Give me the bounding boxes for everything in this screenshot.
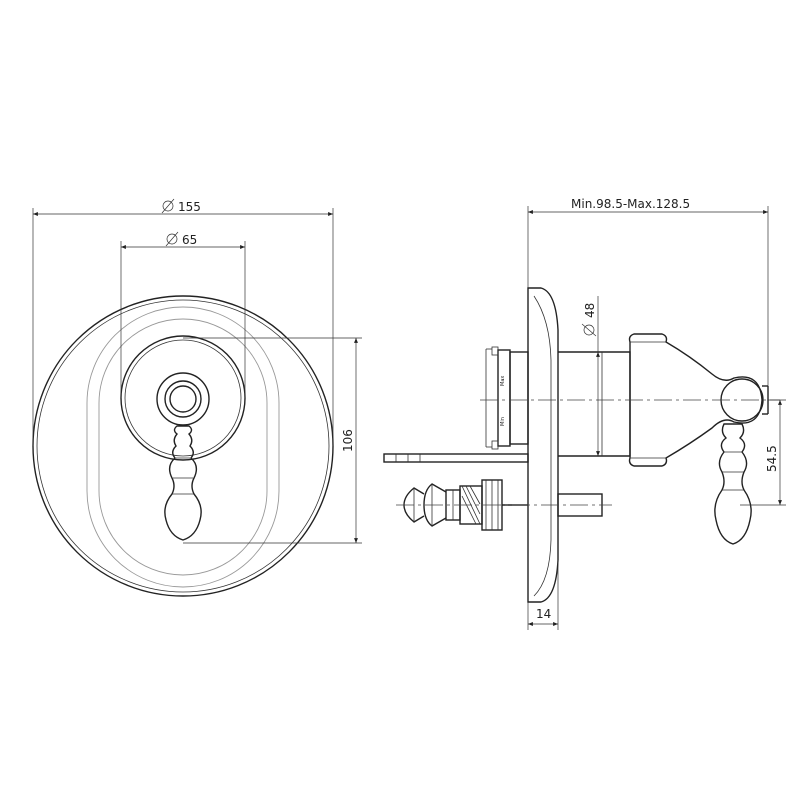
raised-oval-inner bbox=[98, 318, 268, 576]
dim-54-5-label: 54.5 bbox=[765, 445, 779, 472]
dim-155-label: 155 bbox=[178, 200, 201, 214]
extension-rod bbox=[383, 453, 529, 463]
dim-depth: Min.98.5-Max.128.5 bbox=[527, 197, 769, 386]
diameter-symbol-icon bbox=[581, 323, 597, 337]
diameter-symbol-icon bbox=[165, 231, 179, 247]
cap-outer bbox=[156, 372, 210, 426]
dim-depth-label: Min.98.5-Max.128.5 bbox=[571, 197, 690, 211]
dim-48-label: 48 bbox=[583, 303, 597, 318]
cartridge: Max Min bbox=[485, 346, 529, 450]
escutcheon-inner-edge bbox=[36, 299, 330, 593]
front-view: 155 65 106 bbox=[32, 198, 362, 597]
diameter-symbol-icon bbox=[161, 198, 175, 214]
dim-155: 155 bbox=[32, 198, 334, 446]
dim-65-label: 65 bbox=[182, 233, 197, 247]
body-cylinder bbox=[558, 351, 631, 457]
lever-handle-side bbox=[714, 423, 752, 545]
dim-106-label: 106 bbox=[341, 429, 355, 452]
dim-65: 65 bbox=[120, 231, 246, 398]
hub-outer bbox=[120, 335, 246, 461]
dim-14-label: 14 bbox=[536, 607, 551, 621]
escutcheon-outer bbox=[32, 295, 334, 597]
dim-14: 14 bbox=[527, 560, 559, 630]
dim-54-5: 54.5 bbox=[740, 399, 786, 506]
cap-inner bbox=[169, 385, 197, 413]
side-view: Max Min bbox=[383, 197, 786, 630]
dim-48: 48 bbox=[581, 296, 600, 456]
label-min: Min bbox=[500, 417, 506, 426]
raised-oval-outer bbox=[86, 306, 280, 588]
lever-handle-front bbox=[164, 425, 202, 541]
label-max: Max bbox=[500, 376, 506, 386]
bell-handle bbox=[628, 333, 763, 467]
plate-profile bbox=[527, 287, 559, 603]
dim-106: 106 bbox=[183, 337, 362, 544]
hub-inner bbox=[124, 339, 242, 457]
cap-mid bbox=[164, 380, 202, 418]
